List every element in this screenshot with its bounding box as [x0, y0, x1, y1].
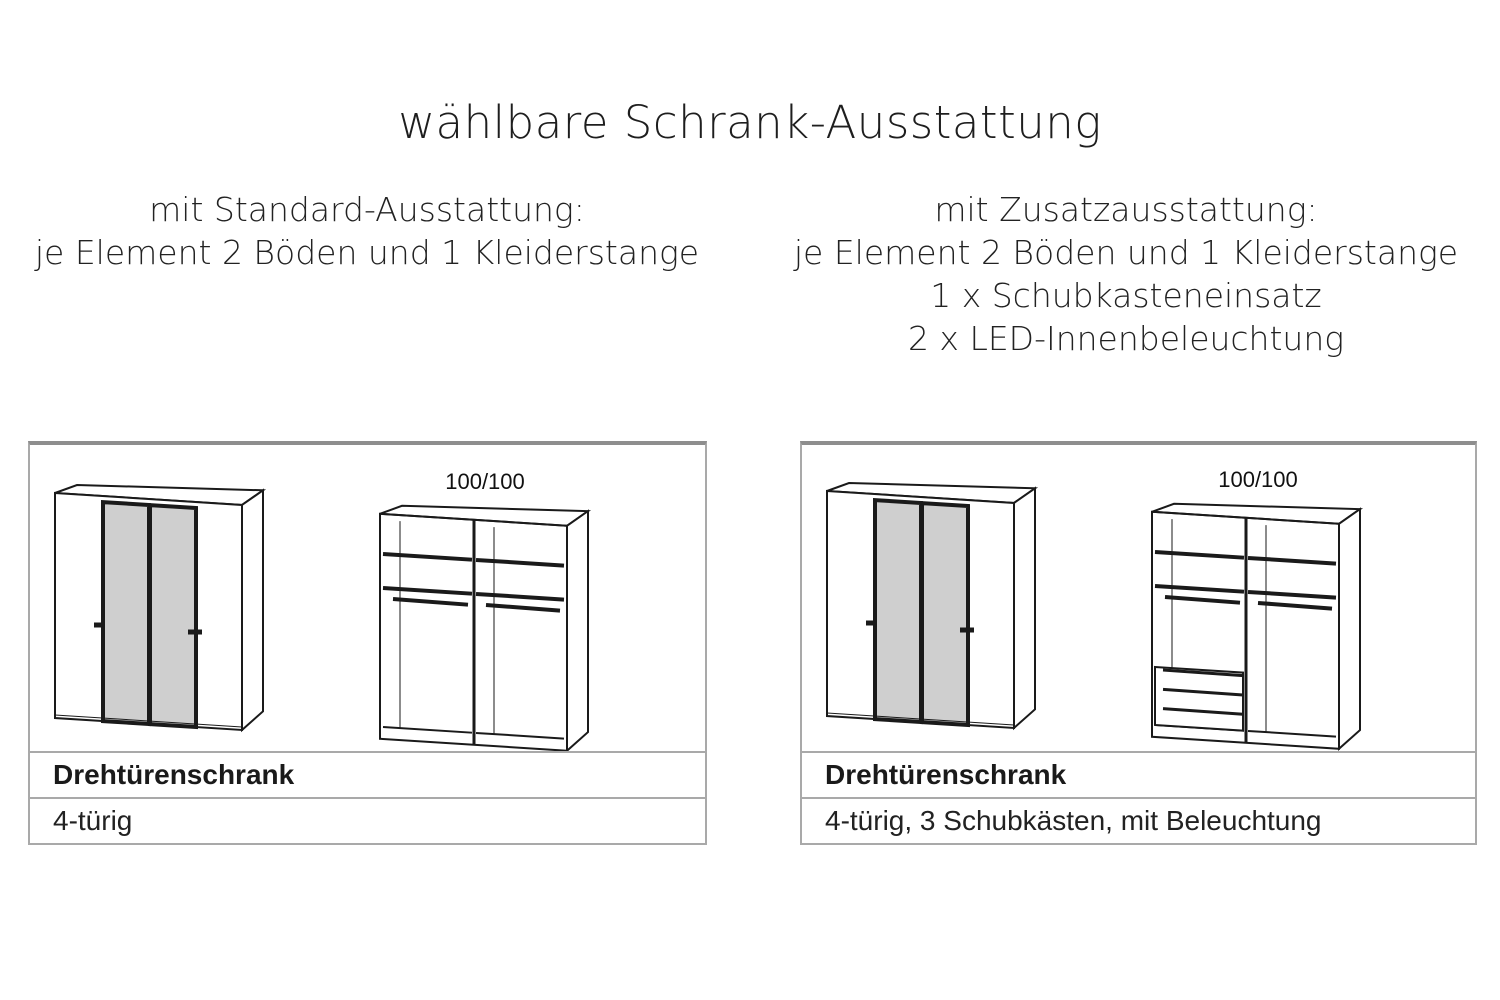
door-handle: [866, 620, 876, 626]
clothes-rail: [1257, 600, 1333, 611]
bottom-shelf: [1247, 729, 1337, 738]
shelf: [1247, 589, 1337, 600]
extra-equipment-heading: mit Zusatzausstattung: je Element 2 Böde…: [776, 188, 1476, 360]
drawer-front: [1162, 687, 1244, 697]
drawer-front: [1162, 668, 1244, 678]
wardrobe-side: [1013, 486, 1036, 731]
open-wardrobe-side: [1338, 507, 1361, 751]
shelf: [475, 591, 565, 602]
heading-line: mit Standard-Ausstattung:: [149, 190, 585, 229]
clothes-rail: [1164, 594, 1241, 605]
drawer-insert: [1154, 665, 1244, 732]
door-handle: [960, 627, 974, 633]
mirror-door: [101, 499, 151, 727]
door-handle: [94, 622, 104, 628]
wardrobe-type: Drehtürenschrank: [30, 751, 705, 797]
dimension-label: 100/100: [1218, 467, 1298, 492]
heading-line: 1 x Schubkasteneinsatz: [930, 276, 1322, 315]
bottom-shelf: [475, 731, 565, 740]
wardrobe-type: Drehtürenschrank: [802, 751, 1475, 797]
clothes-rail: [392, 596, 469, 607]
mirror-door: [873, 497, 923, 725]
plinth-line: [54, 714, 243, 728]
mirror-door: [920, 500, 970, 728]
wardrobe-drawing: 100/100: [826, 467, 1364, 751]
shelf: [382, 585, 473, 596]
standard-equipment-heading: mit Standard-Ausstattung: je Element 2 B…: [17, 188, 717, 274]
dimension-label: 100/100: [445, 469, 525, 494]
shelf: [1247, 555, 1337, 566]
mirror-door: [148, 502, 198, 730]
wardrobe-description: 4-türig, 3 Schubkästen, mit Beleuchtung: [802, 797, 1475, 845]
clothes-rail: [485, 602, 561, 613]
drawer-front: [1162, 707, 1244, 716]
shelf: [1154, 549, 1245, 560]
extra-wardrobe-panel: 100/100 Drehtürenschrank 4-türig, 3 Schu…: [800, 441, 1477, 845]
heading-line: je Element 2 Böden und 1 Kleiderstange: [34, 233, 700, 272]
heading-line: 2 x LED-Innenbeleuchtung: [907, 319, 1345, 358]
heading-line: mit Zusatzausstattung:: [934, 190, 1318, 229]
open-wardrobe-frame: [1151, 510, 1340, 750]
page-title: wählbare Schrank-Ausstattung: [398, 96, 1102, 149]
wardrobe-description: 4-türig: [30, 797, 705, 845]
wardrobe-drawing: 100/100: [54, 469, 592, 751]
open-wardrobe-side: [566, 509, 589, 751]
bottom-shelf: [382, 725, 473, 734]
shelf: [382, 551, 473, 562]
heading-line: je Element 2 Böden und 1 Kleiderstange: [793, 233, 1459, 272]
door-handle: [188, 629, 202, 635]
plinth-line: [826, 712, 1015, 726]
wardrobe-side: [241, 488, 264, 733]
shelf: [1154, 583, 1245, 594]
open-wardrobe-frame: [379, 512, 568, 751]
standard-wardrobe-panel: 100/100 Drehtürenschrank 4-türig: [28, 441, 707, 845]
shelf: [475, 557, 565, 568]
